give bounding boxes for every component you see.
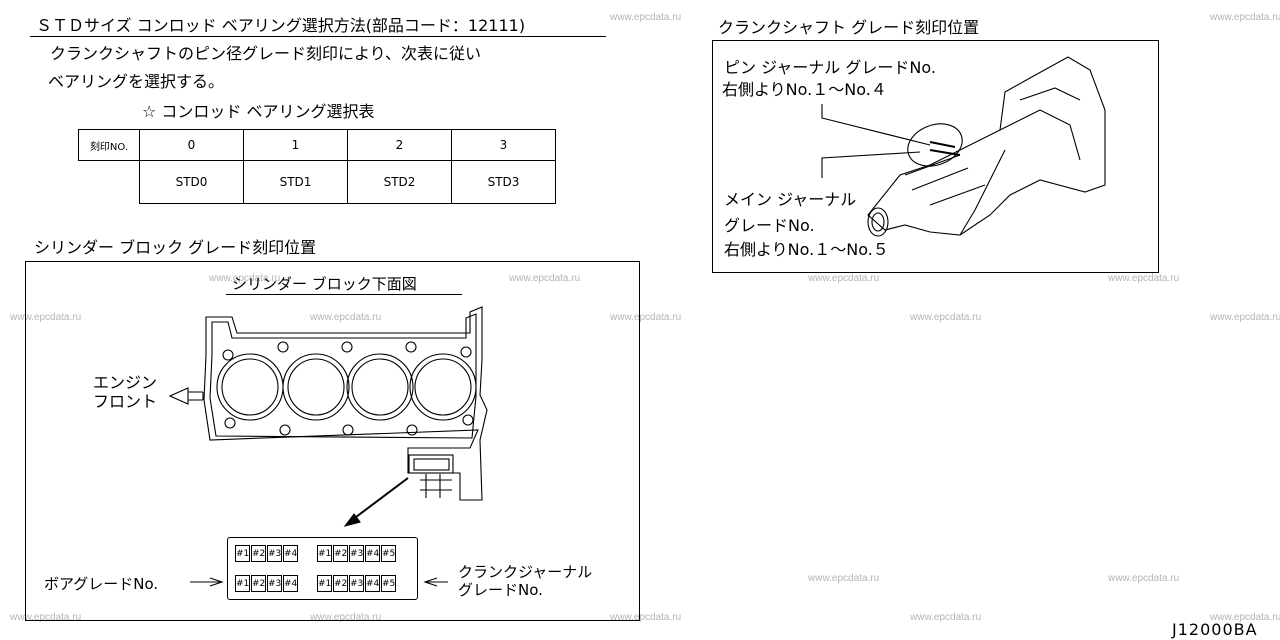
journal-grade-cell: #3	[349, 575, 364, 592]
view-title-underline	[226, 294, 462, 295]
title-underline	[30, 36, 606, 37]
main-journal-label-line2: グレードNo.	[724, 216, 815, 235]
watermark: www.epcdata.ru	[808, 273, 880, 284]
watermark: www.epcdata.ru	[910, 612, 982, 623]
engine-front-label: エンジン フロント	[93, 373, 157, 411]
block-view-title: シリンダー ブロック下面図	[232, 275, 417, 293]
pin-journal-label-line1: ピン ジャーナル グレードNo.	[724, 58, 936, 77]
bore-grade-cell: #1	[235, 575, 250, 592]
bore-grade-label: ボアグレードNo.	[44, 575, 159, 593]
watermark: www.epcdata.ru	[610, 12, 682, 23]
pin-journal-label-line2: 右側よりNo.１～No.４	[722, 80, 887, 99]
watermark: www.epcdata.ru	[209, 273, 281, 284]
crankshaft-drawing	[821, 56, 1106, 237]
bore-grade-cell: #3	[267, 545, 282, 562]
watermark: www.epcdata.ru	[1210, 612, 1280, 623]
crankshaft-frame	[712, 40, 1159, 273]
journal-grade-cell: #2	[333, 575, 348, 592]
std-desc-line2: ベアリングを選択する。	[48, 72, 225, 91]
figure-code: J12000BA	[1172, 620, 1258, 639]
grade-cell: 2	[347, 129, 452, 161]
bearing-cell: STD1	[243, 160, 348, 204]
grade-stamp-box: #1 #2 #3 #4 #1 #2 #3 #4 #5 #1 #2 #3 #4 #…	[227, 537, 418, 600]
bore-grade-cell: #2	[251, 545, 266, 562]
std-desc-line1: クランクシャフトのピン径グレード刻印により、次表に従い	[50, 44, 482, 63]
selection-table-title: ☆ コンロッド ベアリング選択表	[142, 102, 375, 121]
bearing-cell: STD0	[139, 160, 244, 204]
journal-grade-cell: #2	[333, 545, 348, 562]
journal-grade-cell: #5	[381, 575, 396, 592]
watermark: www.epcdata.ru	[610, 612, 682, 623]
watermark: www.epcdata.ru	[310, 312, 382, 323]
bore-grade-cell: #2	[251, 575, 266, 592]
watermark: www.epcdata.ru	[1108, 273, 1180, 284]
journal-grade-cell: #1	[317, 545, 332, 562]
crankshaft-title: クランクシャフト グレード刻印位置	[718, 18, 980, 37]
crank-journal-line1: クランクジャーナル	[458, 563, 593, 581]
watermark: www.epcdata.ru	[808, 573, 880, 584]
bore-grade-cell: #4	[283, 545, 298, 562]
bore-grade-cell: #4	[283, 575, 298, 592]
watermark: www.epcdata.ru	[1108, 573, 1180, 584]
watermark: www.epcdata.ru	[509, 273, 581, 284]
bore-grade-cell: #3	[267, 575, 282, 592]
crank-journal-line2: グレードNo.	[458, 581, 543, 599]
crank-journal-grade-label: クランクジャーナル グレードNo.	[458, 563, 592, 599]
bore-grade-cell: #1	[235, 545, 250, 562]
journal-grade-cell: #1	[317, 575, 332, 592]
table-row: STD0 STD1 STD2 STD3	[79, 160, 556, 204]
watermark: www.epcdata.ru	[10, 312, 82, 323]
std-bearing-title: ＳＴＤサイズ コンロッド ベアリング選択方法(部品コード：12111)	[36, 16, 526, 35]
bearing-selection-table: 刻印NO. 0 1 2 3 STD0 STD1 STD2 STD3	[78, 129, 556, 204]
watermark: www.epcdata.ru	[10, 612, 82, 623]
table-row: 刻印NO. 0 1 2 3	[78, 129, 556, 161]
main-journal-label-line3: 右側よりNo.１～No.５	[724, 240, 889, 259]
watermark: www.epcdata.ru	[1210, 12, 1280, 23]
journal-grade-cell: #4	[365, 545, 380, 562]
bearing-cell: STD2	[347, 160, 452, 204]
cylinder-block-title: シリンダー ブロック グレード刻印位置	[34, 238, 317, 257]
journal-grade-cell: #3	[349, 545, 364, 562]
watermark: www.epcdata.ru	[1210, 312, 1280, 323]
watermark: www.epcdata.ru	[910, 312, 982, 323]
cylinder-block-frame	[25, 261, 640, 621]
engine-front-line2: フロント	[93, 392, 158, 411]
journal-grade-cell: #4	[365, 575, 380, 592]
bearing-cell: STD3	[451, 160, 556, 204]
cylinder-block-drawing	[168, 306, 488, 587]
watermark: www.epcdata.ru	[610, 312, 682, 323]
watermark: www.epcdata.ru	[310, 612, 382, 623]
engine-front-line1: エンジン	[93, 373, 158, 392]
main-journal-label-line1: メイン ジャーナル	[724, 190, 857, 209]
journal-grade-cell: #5	[381, 545, 396, 562]
